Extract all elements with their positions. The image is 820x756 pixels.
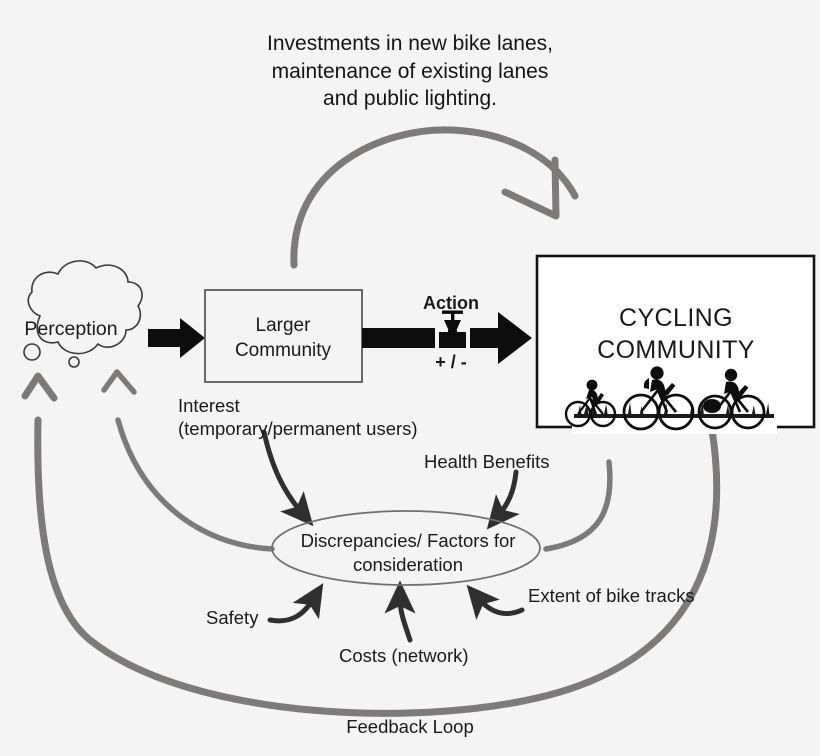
extent-of-bike-tracks-arrow xyxy=(466,584,525,620)
interest-edge-label: Interest (temporary/permanent users) xyxy=(178,395,418,440)
larger-community-node-label: Larger Community xyxy=(234,315,332,361)
discrepancies-to-perception-arc xyxy=(101,369,275,552)
safety-edge-label: Safety xyxy=(206,607,259,628)
feedback-loop-arrowhead xyxy=(21,372,58,402)
extent-of-bike-tracks-edge-label: Extent of bike tracks xyxy=(528,585,695,606)
perception-to-community-arrow xyxy=(148,318,205,358)
cycling-to-discrepancies-arc xyxy=(543,459,613,552)
safety-arrow xyxy=(267,583,324,624)
investment-arc-arrow xyxy=(290,126,579,269)
health-benefits-edge-label: Health Benefits xyxy=(424,451,550,472)
interest-arrow xyxy=(261,429,314,527)
perception-cloud xyxy=(23,260,143,368)
cycling-community-node-label: CYCLING COMMUNITY xyxy=(597,304,755,364)
action-label: Action xyxy=(423,293,479,313)
feedback-loop-arrow xyxy=(21,372,721,717)
feedback-loop-label: Feedback Loop xyxy=(346,716,474,737)
discrepancies-ellipse xyxy=(271,510,541,586)
costs-arrow xyxy=(384,580,416,643)
investments-title: Investments in new bike lanes, maintenan… xyxy=(267,32,553,111)
valve-icon xyxy=(439,308,466,348)
health-benefits-arrow xyxy=(486,469,520,530)
discrepancies-node-label: Discrepancies/ Factors for consideration xyxy=(300,530,516,576)
cycling-community-box xyxy=(535,254,816,429)
action-flow-arrow xyxy=(362,312,532,364)
action-polarity-label: + / - xyxy=(435,352,467,372)
perception-node-label: Perception xyxy=(24,318,118,340)
costs-edge-label: Costs (network) xyxy=(339,645,469,666)
investment-arc-arrowhead xyxy=(501,156,560,220)
cyclists-silhouette xyxy=(564,366,777,434)
discrepancies-to-perception-arrowhead xyxy=(101,369,137,395)
